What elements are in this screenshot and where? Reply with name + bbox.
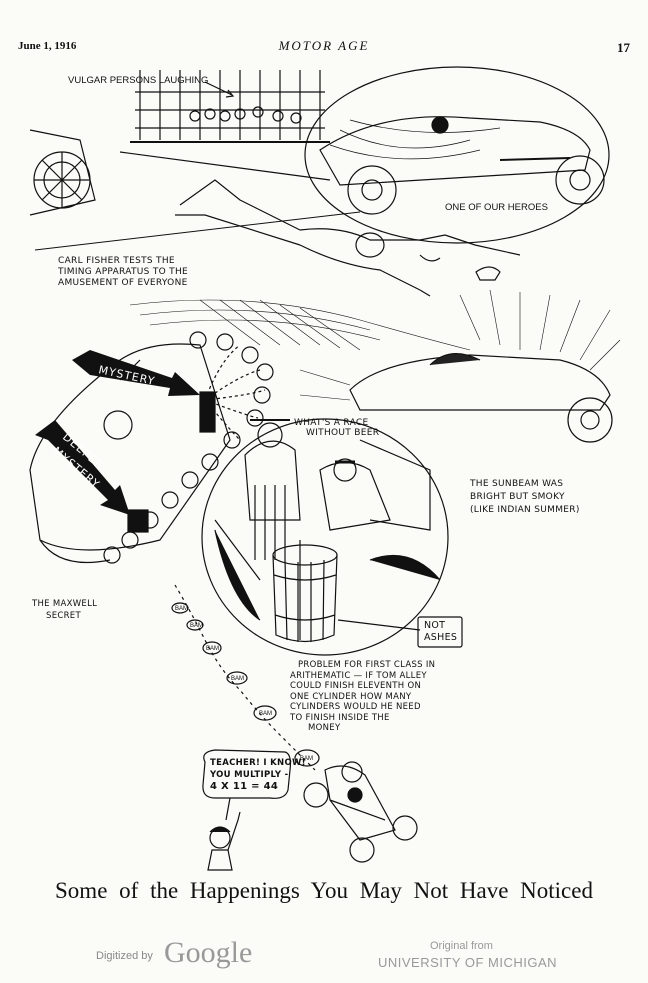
bam-label-2: BAM	[190, 623, 203, 629]
caption-maxwell-line-2: SECRET	[46, 611, 81, 621]
caption-vulgar-persons: VULGAR PERSONS LAUGHING	[68, 75, 209, 86]
caption-sunbeam-line-3: (LIKE INDIAN SUMMER)	[470, 505, 580, 515]
deeper-mystery-flag: DEEPER MYSTERY	[35, 420, 130, 515]
bam-label-4: BAM	[231, 676, 244, 682]
caption-ashes-line-2: ASHES	[424, 632, 458, 643]
caption-carl-fisher: CARL FISHER TESTS THE TIMING APPARATUS T…	[58, 256, 188, 289]
caption-beer: WHAT'S A RACE WITHOUT BEER	[294, 418, 379, 438]
problem-line-7: MONEY	[308, 723, 341, 733]
problem-line-1: PROBLEM FOR FIRST CLASS IN	[298, 660, 436, 670]
bam-trail	[174, 584, 316, 771]
bam-label-6: BAM	[300, 756, 313, 762]
problem-line-5: CYLINDERS WOULD HE NEED	[290, 702, 421, 712]
bam-label-1: BAM	[175, 606, 188, 612]
caption-beer-line-2: WITHOUT BEER	[306, 428, 380, 438]
teacher-speech-bubble	[202, 749, 292, 799]
caption-sunbeam-line-1: THE SUNBEAM WAS	[470, 479, 564, 489]
university-text: UNIVERSITY OF MICHIGAN	[378, 955, 558, 970]
caption-not-ashes: NOT ASHES	[424, 620, 457, 644]
page-headline: Some of the Happenings You May Not Have …	[55, 878, 593, 903]
teacher-line-2: YOU MULTIPLY -	[210, 770, 289, 780]
sunbeam-smoke	[129, 289, 621, 401]
caption-one-of-our-heroes: ONE OF OUR HEROES	[445, 202, 548, 213]
caption-sunbeam-line-2: BRIGHT BUT SMOKY	[470, 492, 565, 502]
caption-teacher: TEACHER! I KNOW! YOU MULTIPLY - 4 X 11 =…	[210, 757, 306, 793]
not-ashes-box	[417, 616, 463, 648]
bam-label-5: BAM	[259, 711, 272, 717]
barrel-not-ashes	[272, 544, 338, 643]
race-car-bottom	[303, 761, 418, 863]
parked-car-left	[29, 129, 96, 216]
carl-fisher-figure	[175, 179, 521, 297]
problem-line-6: TO FINISH INSIDE THE	[290, 712, 390, 723]
caption-arithmetic-problem: PROBLEM FOR FIRST CLASS IN ARITHEMATIC —…	[290, 660, 435, 734]
hero-oval-frame	[304, 66, 610, 244]
race-car-hero	[319, 116, 605, 215]
magazine-title: MOTOR AGE	[278, 38, 370, 53]
bam-label-3: BAM	[206, 646, 219, 652]
problem-line-4: ONE CYLINDER HOW MANY	[290, 691, 412, 702]
caption-maxwell-line-1: THE MAXWELL	[32, 599, 98, 609]
beer-scene	[214, 419, 441, 640]
beer-oval-frame	[201, 418, 449, 656]
caption-beer-line-1: WHAT'S A RACE	[294, 418, 369, 428]
page-date: June 1, 1916	[18, 40, 77, 52]
student-figure	[207, 811, 241, 871]
teacher-line-1: TEACHER! I KNOW!	[210, 758, 306, 768]
mystery-flag: MYSTERY	[72, 350, 200, 396]
problem-line-2: ARITHEMATIC — IF TOM ALLEY	[290, 670, 427, 681]
sunbeam-car	[349, 353, 613, 443]
caption-fisher-line-3: AMUSEMENT OF EVERYONE	[58, 278, 188, 288]
caption-fisher-line-2: TIMING APPARATUS TO THE	[58, 267, 189, 277]
grandstand-grid	[119, 70, 331, 181]
teacher-line-3: 4 X 11 = 44	[210, 781, 279, 792]
caption-fisher-line-1: CARL FISHER TESTS THE	[58, 256, 175, 266]
original-from-text: Original from	[430, 940, 493, 952]
google-logo: Google	[164, 936, 253, 969]
caption-maxwell: THE MAXWELL SECRET	[32, 598, 97, 622]
problem-line-3: COULD FINISH ELEVENTH ON	[290, 681, 422, 691]
caption-sunbeam: THE SUNBEAM WAS BRIGHT BUT SMOKY (LIKE I…	[470, 478, 580, 517]
page-number: 17	[617, 40, 630, 55]
digitized-by-text: Digitized by	[96, 950, 153, 962]
caption-ashes-line-1: NOT	[424, 620, 446, 631]
